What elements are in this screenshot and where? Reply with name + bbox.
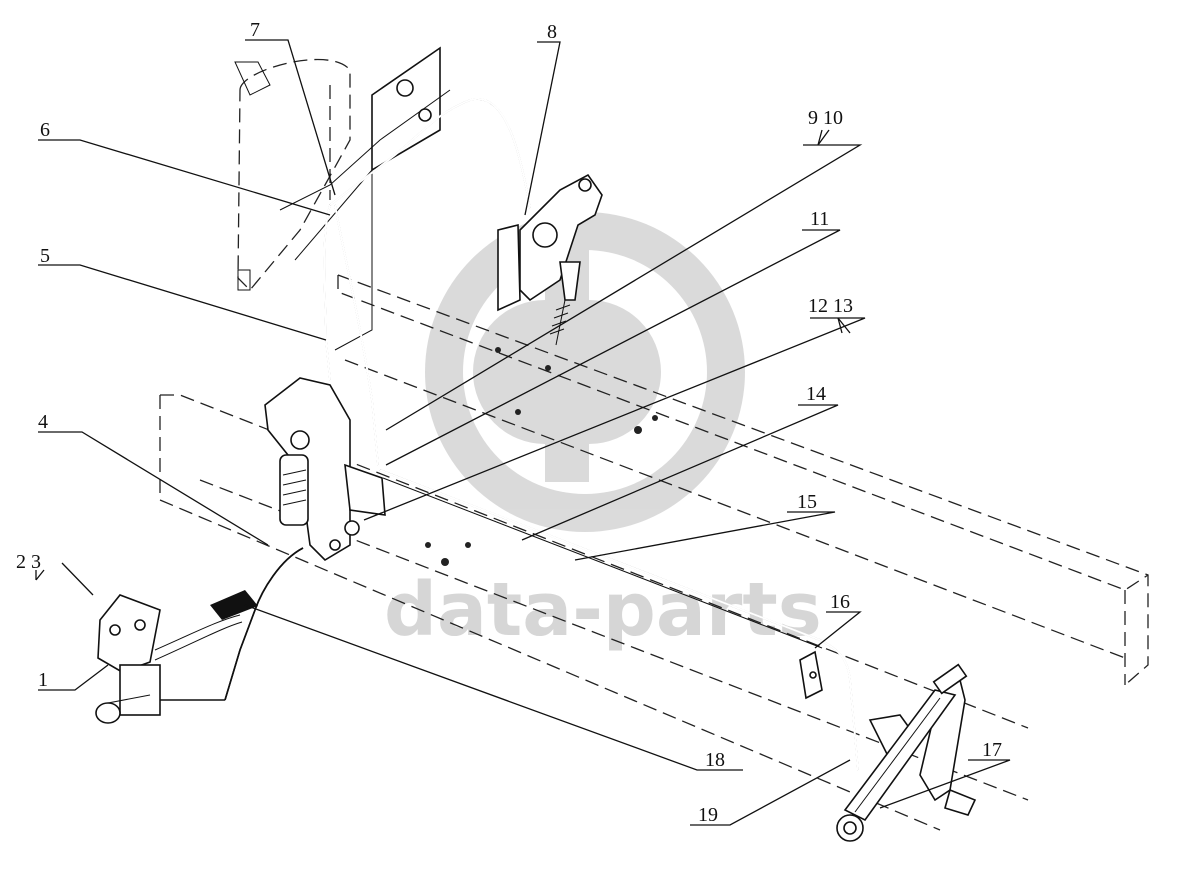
callout-2-3: 2 3 xyxy=(16,551,41,573)
manual-pump xyxy=(95,594,161,724)
cab-hinge-shock xyxy=(264,377,386,562)
watermark-text: data-parts xyxy=(384,567,822,653)
callout-9-10: 9 10 xyxy=(808,107,843,129)
callout-labels: 1 2 3 4 5 6 7 8 9 10 11 12 13 14 15 16 1… xyxy=(16,19,1002,826)
pipe-clamp xyxy=(799,650,823,700)
tilt-cylinder xyxy=(836,663,977,842)
callout-15: 15 xyxy=(797,491,817,513)
callout-5: 5 xyxy=(40,245,50,267)
leader-lines xyxy=(35,39,1011,826)
callout-18: 18 xyxy=(705,749,725,771)
frame-holes xyxy=(425,347,658,566)
cab-rear-bracket xyxy=(279,46,451,351)
callout-1: 1 xyxy=(38,669,48,691)
hydraulic-pipe-long xyxy=(379,469,859,771)
callout-16: 16 xyxy=(830,591,850,613)
callout-14: 14 xyxy=(806,383,826,405)
callout-17: 17 xyxy=(982,739,1002,761)
hydraulic-tube-lower xyxy=(130,547,304,701)
hydraulic-pipe-upper xyxy=(323,97,531,466)
callout-4: 4 xyxy=(38,411,48,433)
callout-19: 19 xyxy=(698,804,718,826)
tilt-lock-assembly xyxy=(497,173,603,346)
callout-11: 11 xyxy=(810,208,829,230)
callout-12-13: 12 13 xyxy=(808,295,853,317)
cab-outline xyxy=(234,58,351,291)
watermark-logo xyxy=(425,212,745,532)
callout-7: 7 xyxy=(250,19,260,41)
callout-8: 8 xyxy=(547,21,557,43)
callout-6: 6 xyxy=(40,119,50,141)
